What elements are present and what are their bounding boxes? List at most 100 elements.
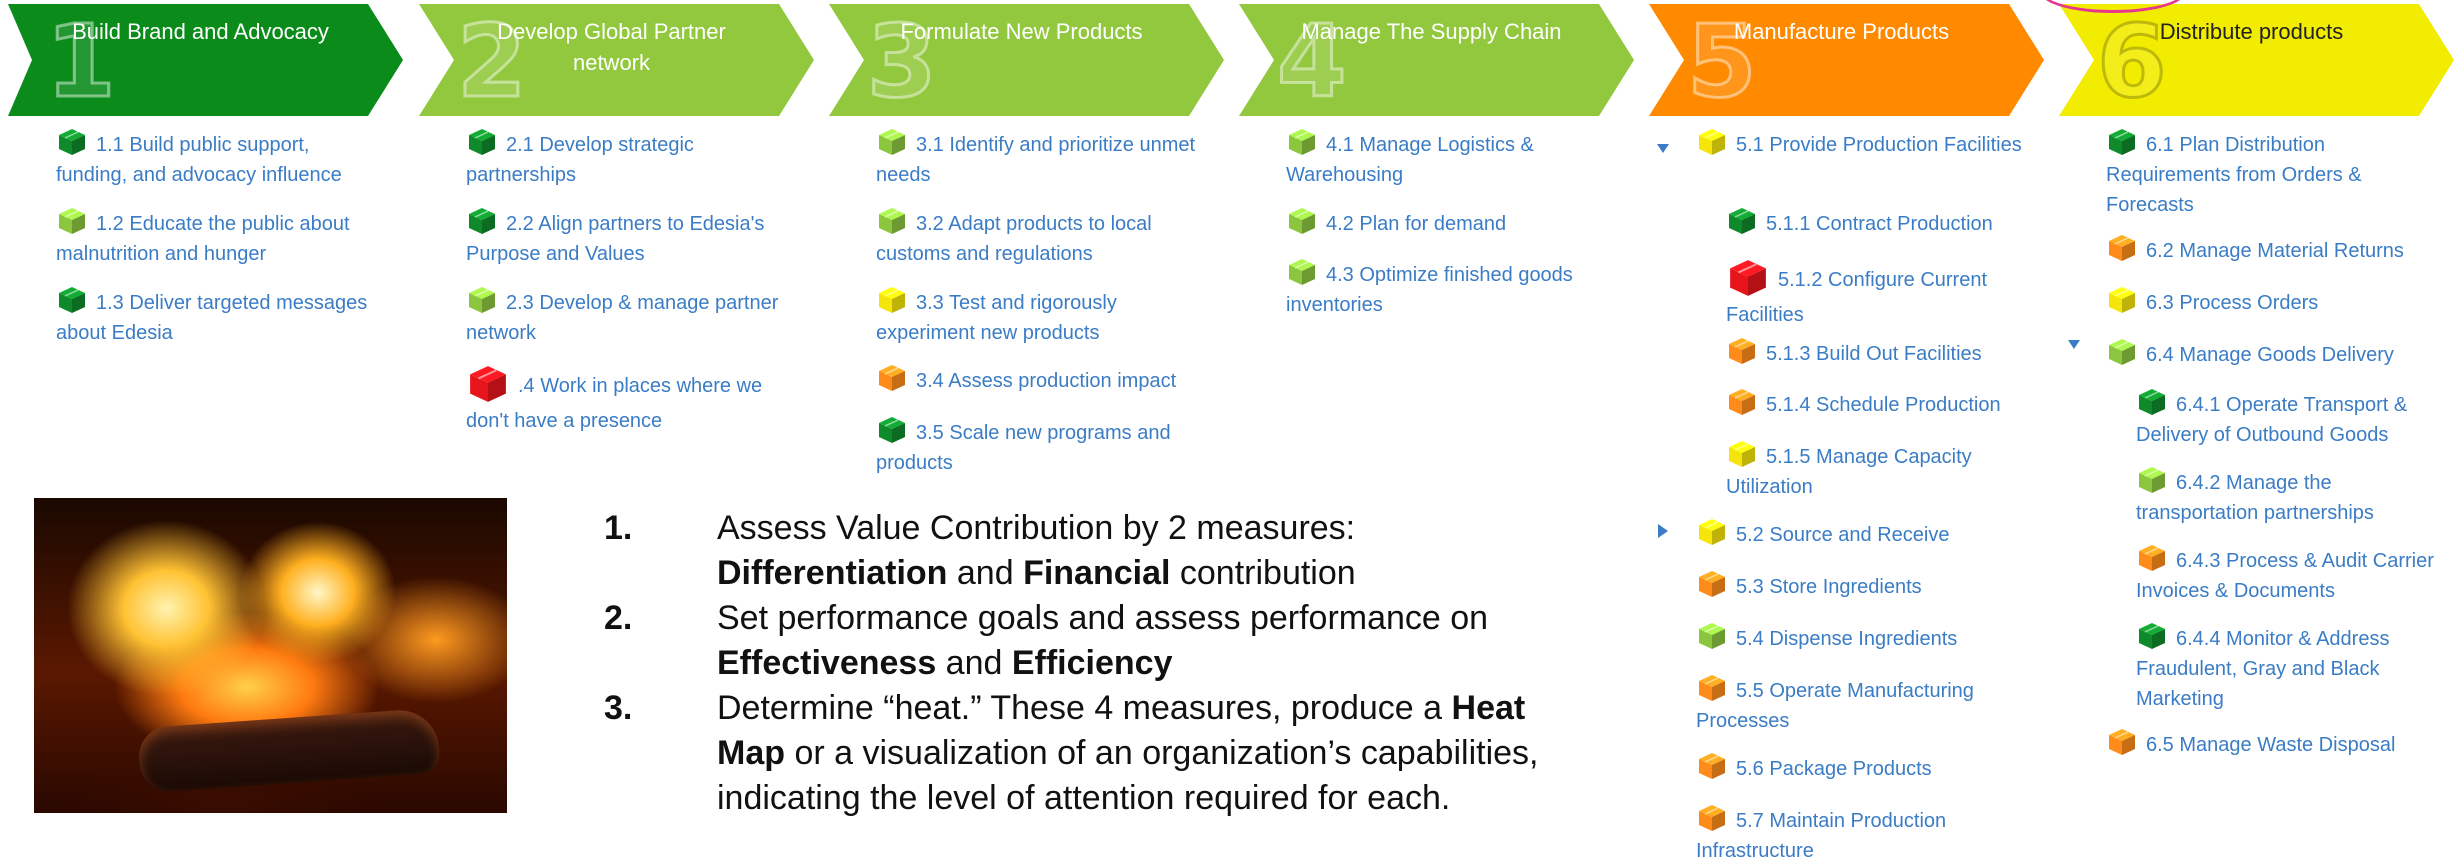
- expand-toggle-icon[interactable]: [1658, 524, 1668, 538]
- step-number: 3.: [604, 689, 633, 727]
- cube-icon: [1286, 205, 1318, 237]
- item-label: 5.1.5 Manage Capacity Utilization: [1726, 446, 1972, 498]
- capability-item-2-3[interactable]: 2.3 Develop & manage partner network: [466, 284, 796, 348]
- capability-item-5-1-1[interactable]: 5.1.1 Contract Production: [1726, 205, 2036, 239]
- capability-item-6-4-4[interactable]: 6.4.4 Monitor & Address Fraudulent, Gray…: [2136, 620, 2451, 714]
- capability-item-5-1-4[interactable]: 5.1.4 Schedule Production: [1726, 386, 2036, 420]
- step-number: 2.: [604, 599, 633, 637]
- step-text-part: contribution: [1170, 554, 1356, 592]
- phase-2-banner: 2 Develop Global Partner network: [419, 4, 814, 116]
- capability-item-2-2[interactable]: 2.2 Align partners to Edesia's Purpose a…: [466, 205, 796, 269]
- phase-4-banner: 4 Manage The Supply Chain: [1239, 4, 1634, 116]
- capability-item-6-3[interactable]: 6.3 Process Orders: [2106, 284, 2436, 318]
- capability-item-6-4[interactable]: 6.4 Manage Goods Delivery: [2106, 336, 2446, 370]
- step-emphasis: Efficiency: [1011, 644, 1173, 682]
- cube-icon: [56, 126, 88, 158]
- capability-item-5-5[interactable]: 5.5 Operate Manufacturing Processes: [1696, 672, 2026, 736]
- capability-item-3-3[interactable]: 3.3 Test and rigorously experiment new p…: [876, 284, 1206, 348]
- item-label: 6.5 Manage Waste Disposal: [2146, 734, 2396, 756]
- item-label: 3.4 Assess production impact: [916, 370, 1177, 392]
- capability-item-5-1[interactable]: 5.1 Provide Production Facilities: [1696, 126, 2026, 160]
- cube-icon: [1286, 126, 1318, 158]
- cube-icon: [876, 414, 908, 446]
- step-text: Assess Value Contribution by 2 measures:…: [717, 506, 1564, 596]
- cube-icon: [2136, 620, 2168, 652]
- step-emphasis: Differentiation: [717, 554, 948, 592]
- item-label: 6.4.2 Manage the transportation partners…: [2136, 472, 2374, 524]
- capability-item-5-1-3[interactable]: 5.1.3 Build Out Facilities: [1726, 335, 2036, 369]
- capability-item-4-3[interactable]: 4.3 Optimize finished goods inventories: [1286, 256, 1616, 320]
- cube-icon: [2106, 232, 2138, 264]
- cube-icon: [1696, 750, 1728, 782]
- step-emphasis: Effectiveness: [717, 644, 937, 682]
- step-3: 3. Determine “heat.” These 4 measures, p…: [604, 686, 1564, 821]
- item-label: 5.7 Maintain Production Infrastructure: [1696, 810, 1947, 862]
- step-text-part: Set performance goals and assess perform…: [717, 599, 1489, 637]
- item-label: 3.5 Scale new programs and products: [876, 422, 1171, 474]
- item-label: 4.3 Optimize finished goods inventories: [1286, 264, 1573, 316]
- capability-item-6-4-2[interactable]: 6.4.2 Manage the transportation partners…: [2136, 464, 2436, 528]
- item-label: 1.2 Educate the public about malnutritio…: [56, 213, 350, 265]
- cube-icon: [56, 284, 88, 316]
- capability-item-5-1-5[interactable]: 5.1.5 Manage Capacity Utilization: [1726, 438, 2026, 502]
- capability-item-6-2[interactable]: 6.2 Manage Material Returns: [2106, 232, 2446, 266]
- capability-item-5-2[interactable]: 5.2 Source and Receive: [1696, 516, 2026, 550]
- cube-icon: [1726, 256, 1770, 300]
- phase-6-banner: 6 Distribute products: [2059, 4, 2454, 116]
- item-label: 5.1.4 Schedule Production: [1766, 394, 2001, 416]
- capability-item-1-3[interactable]: 1.3 Deliver targeted messages about Edes…: [56, 284, 381, 348]
- cube-icon: [1726, 335, 1758, 367]
- chevron-shape: [2059, 4, 2454, 116]
- cube-icon: [1696, 802, 1728, 834]
- chevron-shape: [419, 4, 814, 116]
- cube-icon: [2136, 542, 2168, 574]
- chevron-shape: [8, 4, 403, 116]
- item-label: .4 Work in places where we don't have a …: [466, 375, 763, 432]
- phase-title: Develop Global Partner network: [497, 19, 726, 75]
- capability-item-3-4[interactable]: 3.4 Assess production impact: [876, 362, 1226, 396]
- item-label: 3.3 Test and rigorously experiment new p…: [876, 292, 1117, 344]
- capability-item-5-6[interactable]: 5.6 Package Products: [1696, 750, 2026, 784]
- phase-title: Build Brand and Advocacy: [72, 19, 329, 44]
- step-text-part: and: [947, 554, 1024, 592]
- item-label: 4.2 Plan for demand: [1326, 213, 1507, 235]
- capability-item-1-2[interactable]: 1.2 Educate the public about malnutritio…: [56, 205, 381, 269]
- item-label: 6.4.1 Operate Transport & Delivery of Ou…: [2136, 394, 2408, 446]
- capability-item-5-1-2[interactable]: 5.1.2 Configure Current Facilities: [1726, 256, 2026, 330]
- capability-item-5-7[interactable]: 5.7 Maintain Production Infrastructure: [1696, 802, 2026, 866]
- capability-item-5-4[interactable]: 5.4 Dispense Ingredients: [1696, 620, 2026, 654]
- phase-number: 4: [1276, 3, 1349, 120]
- item-label: 6.4.3 Process & Audit Carrier Invoices &…: [2136, 550, 2434, 602]
- capability-item-6-4-3[interactable]: 6.4.3 Process & Audit Carrier Invoices &…: [2136, 542, 2451, 606]
- item-label: 5.1.2 Configure Current Facilities: [1726, 269, 1988, 326]
- capability-item-4-1[interactable]: 4.1 Manage Logistics & Warehousing: [1286, 126, 1616, 190]
- capability-item-3-5[interactable]: 3.5 Scale new programs and products: [876, 414, 1206, 478]
- capability-item-4-2[interactable]: 4.2 Plan for demand: [1286, 205, 1616, 239]
- cube-icon: [876, 284, 908, 316]
- cube-icon: [466, 284, 498, 316]
- capability-item-6-4-1[interactable]: 6.4.1 Operate Transport & Delivery of Ou…: [2136, 386, 2451, 450]
- cube-icon: [876, 362, 908, 394]
- item-label: 5.1.1 Contract Production: [1766, 213, 1993, 235]
- cube-icon: [466, 362, 510, 406]
- capability-item-5-3[interactable]: 5.3 Store Ingredients: [1696, 568, 2026, 602]
- capability-item-6-5[interactable]: 6.5 Manage Waste Disposal: [2106, 726, 2446, 760]
- capability-item-1-1[interactable]: 1.1 Build public support, funding, and a…: [56, 126, 381, 190]
- item-label: 6.4.4 Monitor & Address Fraudulent, Gray…: [2136, 628, 2390, 710]
- burning-log: [137, 707, 441, 794]
- item-label: 5.1 Provide Production Facilities: [1736, 134, 2022, 156]
- phase-number: 5: [1686, 3, 1759, 120]
- item-label: 1.1 Build public support, funding, and a…: [56, 134, 342, 186]
- fire-photo: [34, 498, 507, 813]
- collapse-toggle-icon[interactable]: [1657, 144, 1669, 153]
- capability-item-3-2[interactable]: 3.2 Adapt products to local customs and …: [876, 205, 1206, 269]
- capability-item-2-4[interactable]: .4 Work in places where we don't have a …: [466, 362, 796, 436]
- capability-item-3-1[interactable]: 3.1 Identify and prioritize unmet needs: [876, 126, 1206, 190]
- cube-icon: [1696, 516, 1728, 548]
- phase-number: 3: [866, 3, 939, 120]
- collapse-toggle-icon[interactable]: [2068, 340, 2080, 349]
- cube-icon: [1696, 126, 1728, 158]
- item-label: 1.3 Deliver targeted messages about Edes…: [56, 292, 368, 344]
- capability-item-2-1[interactable]: 2.1 Develop strategic partnerships: [466, 126, 796, 190]
- capability-item-6-1[interactable]: 6.1 Plan Distribution Requirements from …: [2106, 126, 2436, 220]
